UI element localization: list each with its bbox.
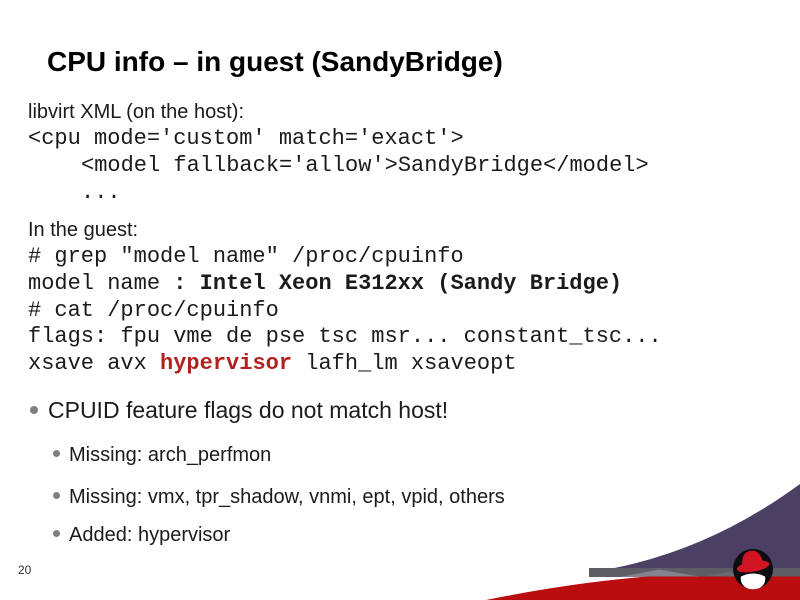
code-model-tag: <model fallback='allow'>SandyBridge</mod… xyxy=(81,153,649,178)
bullet-sub-2-text: Missing: vmx, tpr_shadow, vnmi, ept, vpi… xyxy=(69,486,505,508)
page-number: 20 xyxy=(18,563,32,577)
hypervisor-flag-highlight: hypervisor xyxy=(160,351,293,376)
gray-band xyxy=(589,568,800,577)
xsave-suffix: lafh_lm xsaveopt xyxy=(292,351,517,376)
code-cpu-open-tag: <cpu mode='custom' match='exact'> xyxy=(28,126,464,151)
host-xml-label: libvirt XML (on the host): xyxy=(28,101,245,123)
red-swoosh-shape xyxy=(486,576,800,600)
shadowman-face xyxy=(740,573,766,590)
bullet-icon xyxy=(53,450,60,458)
bullet-icon xyxy=(53,530,60,538)
red-fedora-hat-icon xyxy=(736,550,770,573)
code-flags-line: flags: fpu vme de pse tsc msr... constan… xyxy=(28,324,662,349)
gray-band-ridge-light xyxy=(620,569,702,577)
purple-swoosh-shape xyxy=(591,484,800,572)
model-name-value: : Intel Xeon E312xx (Sandy Bridge) xyxy=(173,271,623,296)
code-cat-command: # cat /proc/cpuinfo xyxy=(28,298,279,323)
bullet-icon xyxy=(53,492,60,500)
bullet-sub-3: Added: hypervisor xyxy=(53,524,230,547)
gray-band-ridge-dark xyxy=(702,572,752,577)
slide-title: CPU info – in guest (SandyBridge) xyxy=(47,46,503,77)
xsave-prefix: xsave avx xyxy=(28,351,161,376)
bullet-main-text: CPUID feature flags do not match host! xyxy=(48,397,449,423)
bullet-sub-1-text: Missing: arch_perfmon xyxy=(69,444,272,466)
guest-label: In the guest: xyxy=(28,219,139,241)
code-xsave-line: xsave avx hypervisor lafh_lm xsaveopt xyxy=(28,351,517,376)
bullet-sub-3-text: Added: hypervisor xyxy=(69,524,231,546)
bullet-sub-2: Missing: vmx, tpr_shadow, vnmi, ept, vpi… xyxy=(53,486,505,509)
bullet-main: CPUID feature flags do not match host! xyxy=(30,397,448,424)
code-ellipsis: ... xyxy=(81,180,121,205)
bullet-sub-1: Missing: arch_perfmon xyxy=(53,444,271,467)
code-grep-command: # grep "model name" /proc/cpuinfo xyxy=(28,244,464,269)
bullet-icon xyxy=(30,405,38,414)
model-name-label: model name xyxy=(28,271,174,296)
code-model-name-line: model name : Intel Xeon E312xx (Sandy Br… xyxy=(28,271,622,296)
hat-brim xyxy=(736,560,770,573)
hat-crown xyxy=(742,550,764,567)
logo-circle xyxy=(733,549,773,589)
redhat-shadowman-logo-icon xyxy=(733,549,773,590)
